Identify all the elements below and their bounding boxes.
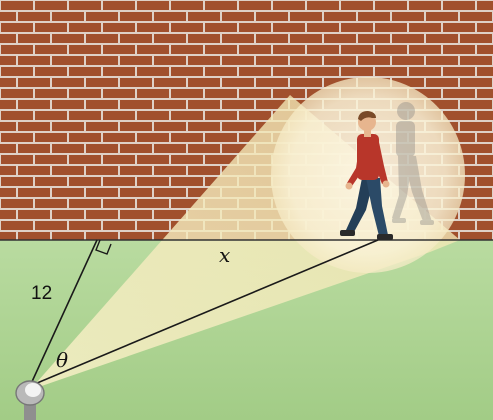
right-angle-marker <box>95 239 112 255</box>
angle-label: θ <box>56 348 68 372</box>
walking-person-icon <box>392 102 434 225</box>
angle-ray <box>29 239 379 387</box>
spotlight-icon <box>15 380 45 420</box>
walk-distance-label: x <box>219 243 230 267</box>
walking-person-icon <box>340 111 393 240</box>
distance-label: 12 <box>31 283 52 304</box>
distance-line <box>29 239 98 387</box>
